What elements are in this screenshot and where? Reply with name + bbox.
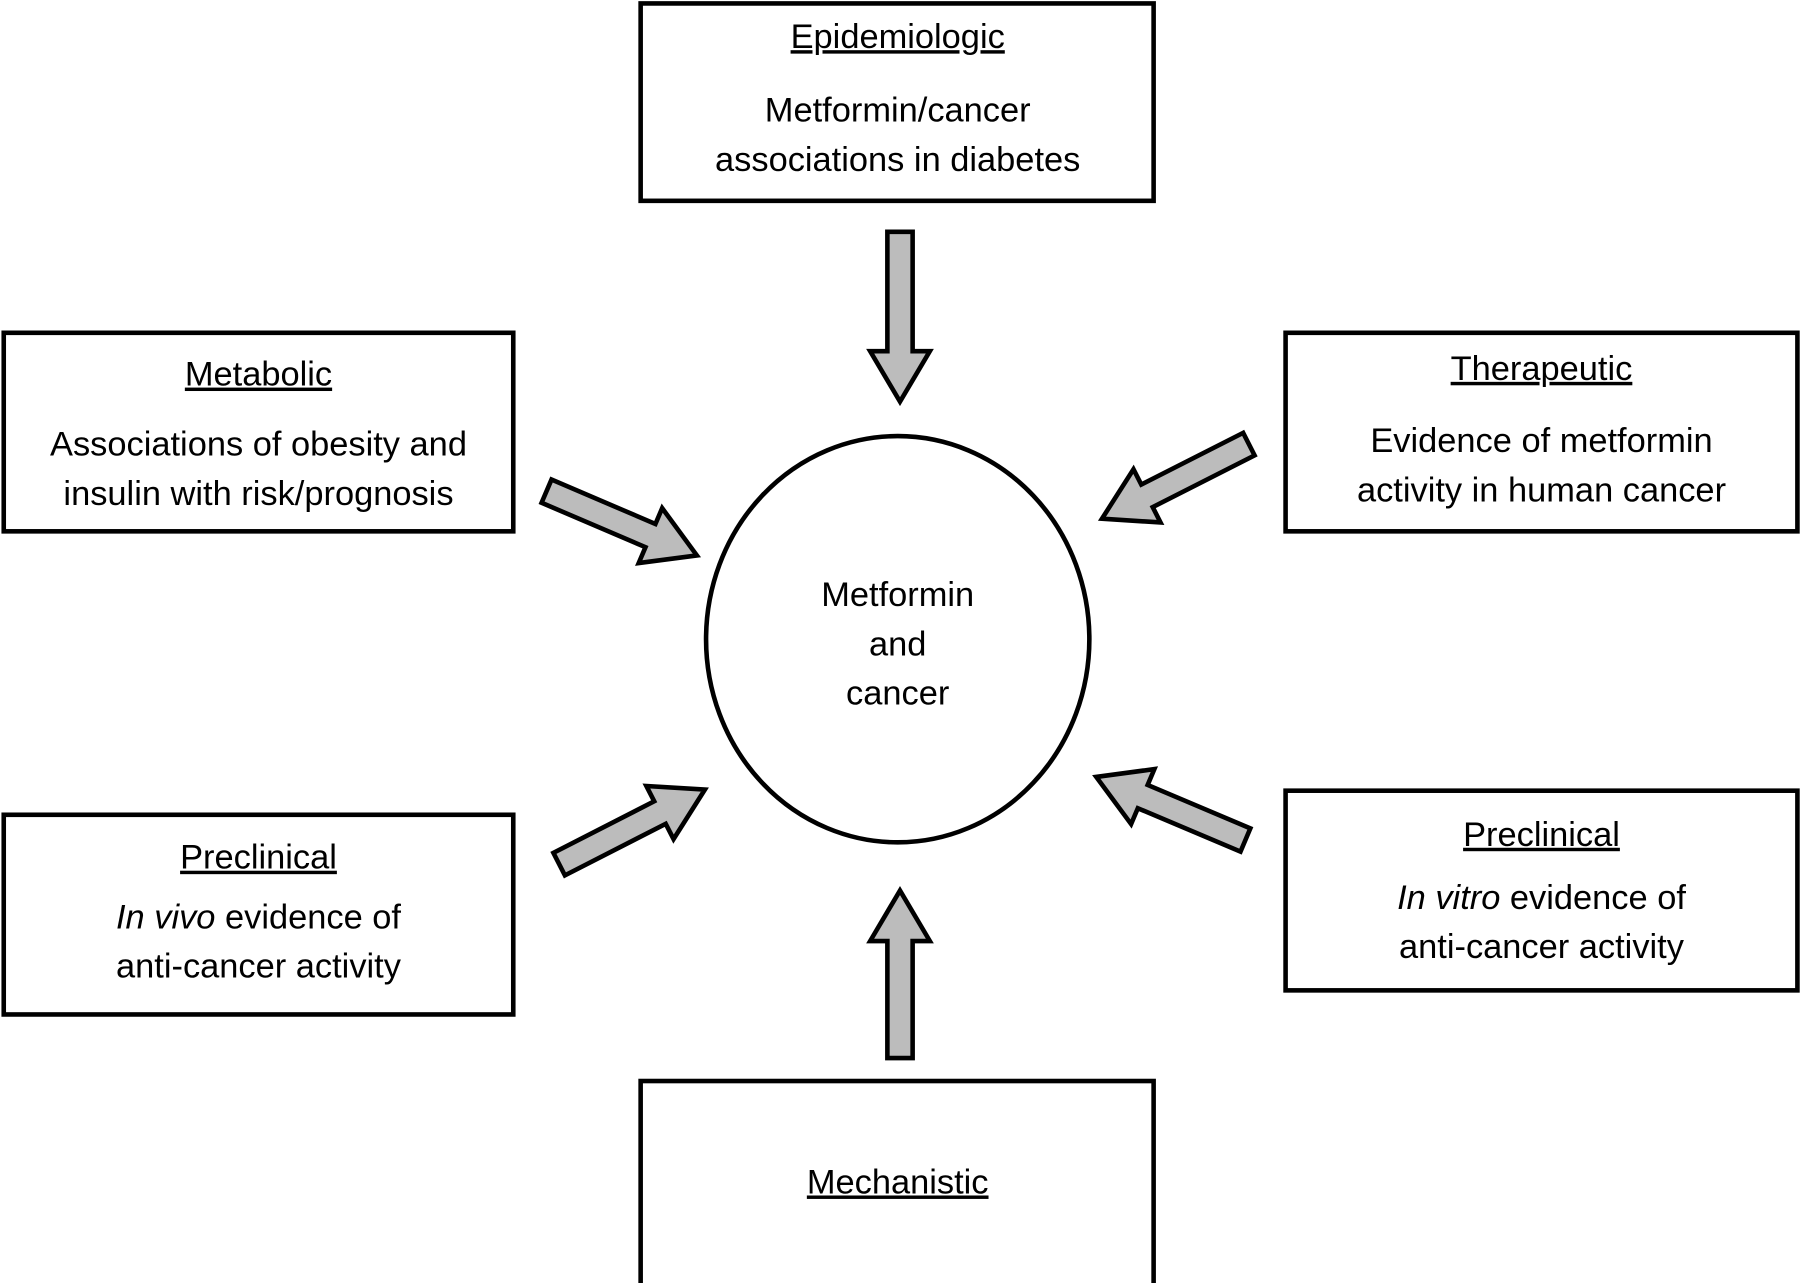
metabolic-line-1: Associations of obesity and <box>50 426 467 464</box>
preclinical-vitro-line-1: In vitro evidence of <box>1397 879 1686 917</box>
arrow-from-preclinical-vitro <box>1092 766 1254 855</box>
arrow-from-epidemiologic <box>866 229 934 407</box>
therapeutic-heading: Therapeutic <box>1451 350 1633 388</box>
center-circle <box>703 433 1092 845</box>
epidemiologic-box: Epidemiologic Metformin/cancer associati… <box>638 1 1156 204</box>
therapeutic-box: Therapeutic Evidence of metformin activi… <box>1283 330 1800 534</box>
preclinical-vivo-line-1: In vivo evidence of <box>116 898 401 936</box>
preclinical-vitro-line-2: anti-cancer activity <box>1399 928 1685 966</box>
center-line-3: cancer <box>846 675 949 713</box>
metabolic-heading: Metabolic <box>185 356 332 394</box>
preclinical-vivo-rest: evidence of <box>215 898 401 936</box>
center-line-2: and <box>869 625 926 663</box>
arrow-from-metabolic <box>538 476 702 566</box>
mechanistic-heading: Mechanistic <box>807 1163 989 1201</box>
preclinical-in-vivo-box: Preclinical In vivo evidence of anti-can… <box>1 812 516 1017</box>
epidemiologic-line-1: Metformin/cancer <box>765 92 1031 130</box>
therapeutic-line-1: Evidence of metformin <box>1370 422 1712 460</box>
arrow-from-preclinical-vivo <box>550 783 709 879</box>
epidemiologic-line-2: associations in diabetes <box>715 141 1080 179</box>
preclinical-vivo-heading: Preclinical <box>180 839 337 877</box>
epidemiologic-heading: Epidemiologic <box>791 18 1005 56</box>
preclinical-vivo-line-2: anti-cancer activity <box>116 948 402 986</box>
center-line-1: Metformin <box>821 576 974 614</box>
metabolic-line-2: insulin with risk/prognosis <box>63 475 453 513</box>
metabolic-box: Metabolic Associations of obesity and in… <box>1 330 516 534</box>
preclinical-vitro-heading: Preclinical <box>1463 816 1620 854</box>
preclinical-vitro-italic: In vitro <box>1397 879 1500 917</box>
arrows <box>538 229 1258 1061</box>
arrow-from-therapeutic <box>1097 429 1258 525</box>
arrow-from-mechanistic <box>866 886 934 1061</box>
mechanistic-box: Mechanistic <box>638 1078 1156 1283</box>
preclinical-vitro-rest: evidence of <box>1500 879 1686 917</box>
therapeutic-line-2: activity in human cancer <box>1357 471 1726 509</box>
preclinical-in-vitro-box: Preclinical In vitro evidence of anti-ca… <box>1283 788 1800 993</box>
preclinical-vivo-italic: In vivo <box>116 898 215 936</box>
